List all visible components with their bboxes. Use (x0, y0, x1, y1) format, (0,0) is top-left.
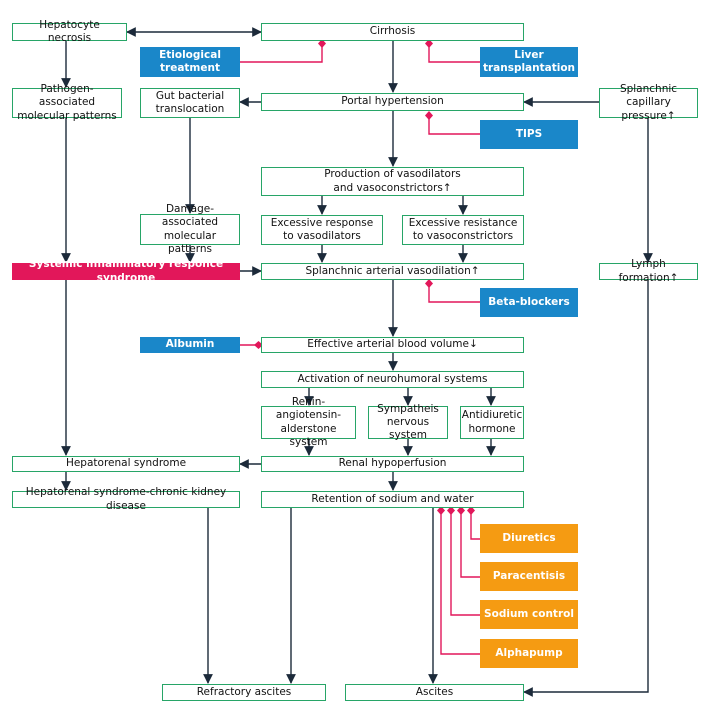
treatment-beta-blockers: Beta-blockers (480, 288, 578, 317)
node-portal-hypertension: Portal hypertension (261, 93, 524, 111)
node-effective-blood-volume: Effective arterial blood volume↓ (261, 337, 524, 353)
inhibit-head-alphapump (437, 506, 445, 515)
node-hepatocyte-necrosis: Hepatocyte necrosis (12, 19, 127, 44)
inhibit-beta-blockers (428, 285, 480, 303)
inhibit-alphapump (440, 512, 480, 655)
inhibit-head-beta-blockers (425, 279, 433, 288)
node-sympathetic: Sympatheis nervous system (368, 403, 448, 441)
inhibit-head-sodium-control (447, 506, 455, 515)
node-refractory-ascites: Refractory ascites (162, 684, 326, 701)
inhibit-head-tips (425, 111, 433, 120)
treatment-diuretics: Diuretics (480, 524, 578, 553)
inhibit-liver-transplant (428, 45, 480, 63)
treatment-etiological: Etiological treatment (140, 47, 240, 77)
treatment-albumin: Albumin (140, 337, 240, 353)
node-production-vaso: Production of vasodilators and vasoconst… (261, 167, 524, 196)
node-hepatorenal: Hepatorenal syndrome (12, 456, 240, 472)
treatment-tips: TIPS (480, 120, 578, 149)
node-hrs-ckd: Hepatorenal syndrome-chronic kidney dise… (12, 486, 240, 512)
node-retention: Retention of sodium and water (261, 491, 524, 508)
node-neurohumoral: Activation of neurohumoral systems (261, 371, 524, 388)
node-splanchnic-capillary: Splanchnic capillary pressure↑ (599, 83, 698, 122)
node-pamp: Pathogen-associated molecular patterns (12, 83, 122, 122)
node-splanchnic-vasodilation: Splanchnic arterial vasodilation↑ (261, 263, 524, 280)
inhibit-head-etiological (318, 39, 326, 48)
node-antidiuretic: Antidiuretic hormone (460, 406, 524, 439)
inhibit-head-paracentisis (457, 506, 465, 515)
treatment-alphapump: Alphapump (480, 639, 578, 668)
arrow-lymph-ascites (523, 280, 649, 697)
node-cirrhosis: Cirrhosis (261, 23, 524, 41)
inhibit-head-liver-transplant (425, 39, 433, 48)
node-gut-bacterial: Gut bacterial translocation (140, 88, 240, 118)
inhibit-paracentisis (460, 512, 480, 578)
inhibit-tips (428, 117, 480, 135)
node-ascites: Ascites (345, 684, 524, 701)
node-excessive-resistance: Excessive resistance to vasoconstrictors (402, 215, 524, 245)
node-sirs: Systemic inflammatory responce syndrome (12, 258, 240, 284)
treatment-paracentisis: Paracentisis (480, 562, 578, 591)
node-renal-hypoperfusion: Renal hypoperfusion (261, 456, 524, 472)
node-lymph-formation: Lymph formation↑ (599, 258, 698, 284)
treatment-sodium-control: Sodium control (480, 600, 578, 629)
treatment-liver-transplantation: Liver transplantation (480, 47, 578, 77)
inhibit-head-albumin (254, 341, 263, 349)
inhibit-diuretics (470, 512, 480, 540)
node-damp: Damage-associated molecular patterns (140, 203, 240, 255)
node-renin: Renin-angiotensin- alderstone system (261, 396, 356, 448)
inhibit-sodium-control (450, 512, 480, 616)
node-excessive-response: Excessive response to vasodilators (261, 215, 383, 245)
inhibit-head-diuretics (467, 506, 475, 515)
inhibit-etiological (240, 45, 323, 63)
